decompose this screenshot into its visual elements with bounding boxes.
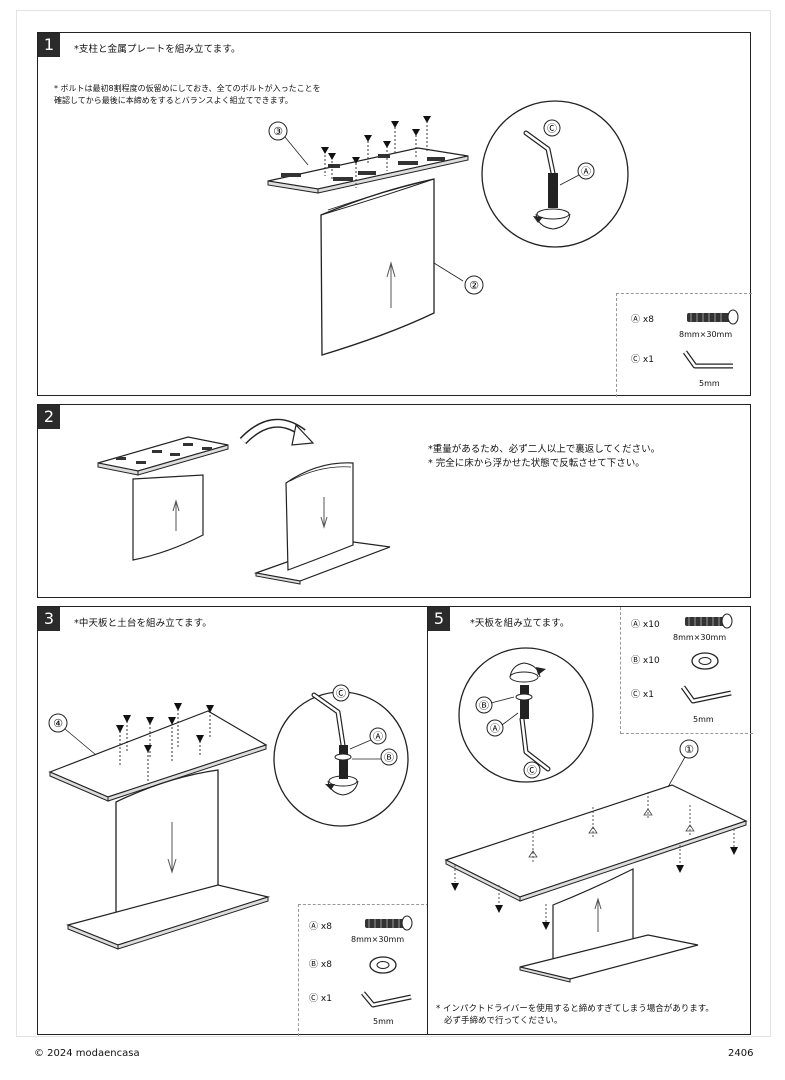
step-number: 3 xyxy=(38,607,60,631)
parts-box: Ⓐ x8 8mm×30mm Ⓒ x1 5mm xyxy=(616,293,752,397)
part-c-label: Ⓒ x1 xyxy=(309,994,332,1004)
callout-1: ① xyxy=(684,743,694,756)
parts-box: Ⓐ x10 8mm×30mm Ⓑ x10 Ⓒ x1 5mm xyxy=(620,607,753,734)
step-note-line-2: 必ず手締めで行ってください。 xyxy=(444,1016,563,1026)
step-5-illustration: Ⓑ Ⓐ Ⓒ xyxy=(444,647,748,983)
step-2-panel: 2 *重量があるため、必ず二人以上で裏返してください。 * 完全に床から浮かせた… xyxy=(37,404,751,598)
part-c-size: 5mm xyxy=(693,715,714,724)
step-title: *支柱と金属プレートを組み立てます。 xyxy=(74,44,241,55)
copyright: © 2024 modaencasa xyxy=(34,1048,140,1059)
step-title: *天板を組み立てます。 xyxy=(470,618,570,629)
warning-line-1: *重量があるため、必ず二人以上で裏返してください。 xyxy=(428,444,661,455)
part-c-size: 5mm xyxy=(699,379,720,388)
part-a-label: Ⓐ x10 xyxy=(631,620,660,630)
part-b-label: Ⓑ x10 xyxy=(631,656,660,666)
callout-b: Ⓑ xyxy=(479,700,489,712)
hex-key-icon xyxy=(680,685,732,704)
callout-2: ② xyxy=(469,279,479,292)
part-a-label: Ⓐ x8 xyxy=(631,315,654,325)
step-1-panel: 1 *支柱と金属プレートを組み立てます。 * ボルトは最初8割程度の仮留めにして… xyxy=(37,32,752,397)
part-a-size: 8mm×30mm xyxy=(351,935,405,944)
step-number: 5 xyxy=(428,607,450,631)
callout-a: Ⓐ xyxy=(490,723,500,735)
step-note-line-2: 確認してから最後に本締めをするとバランスよく組立てできます。 xyxy=(54,96,293,105)
callout-b: Ⓑ xyxy=(384,752,394,764)
hex-key-icon xyxy=(682,350,733,369)
parts-box: Ⓐ x8 8mm×30mm Ⓑ x8 Ⓒ x1 5mm xyxy=(298,904,429,1036)
callout-a: Ⓐ xyxy=(581,166,591,178)
part-a-size: 8mm×30mm xyxy=(679,330,733,339)
step-number: 2 xyxy=(38,405,60,429)
part-c-label: Ⓒ x1 xyxy=(631,355,654,365)
page-code: 2406 xyxy=(728,1048,754,1059)
callout-c: Ⓒ xyxy=(336,688,346,700)
washer-icon xyxy=(369,956,397,974)
callout-c: Ⓒ xyxy=(527,765,537,777)
washer-icon xyxy=(691,652,719,670)
step-5-panel: 5 *天板を組み立てます。 Ⓑ Ⓐ Ⓒ xyxy=(427,606,753,1035)
callout-c: Ⓒ xyxy=(547,123,557,135)
part-a-label: Ⓐ x8 xyxy=(309,922,332,932)
step-1-illustration: ② ③ Ⓒ Ⓐ xyxy=(267,100,629,356)
warning-line-2: * 完全に床から浮かせた状態で反転させて下さい。 xyxy=(428,458,645,469)
bolt-icon xyxy=(365,915,413,931)
callout-a: Ⓐ xyxy=(373,731,383,743)
part-a-size: 8mm×30mm xyxy=(673,633,727,642)
callout-4: ④ xyxy=(53,717,63,730)
step-3-illustration: ④ Ⓒ Ⓐ Ⓑ xyxy=(48,684,409,950)
bolt-icon xyxy=(685,613,733,629)
callout-3: ③ xyxy=(273,125,283,138)
step-title: *中天板と土台を組み立てます。 xyxy=(74,618,212,629)
step-2-illustration xyxy=(97,418,391,585)
part-c-size: 5mm xyxy=(373,1017,394,1026)
part-c-label: Ⓒ x1 xyxy=(631,690,654,700)
step-note-line-1: * ボルトは最初8割程度の仮留めにしておき、全てのボルトが入ったことを xyxy=(54,84,321,93)
hex-key-icon xyxy=(361,991,412,1008)
part-b-label: Ⓑ x8 xyxy=(309,960,332,970)
bolt-icon xyxy=(687,309,739,325)
step-note-line-1: * インパクトドライバーを使用すると締めすぎてしまう場合があります。 xyxy=(436,1004,714,1014)
step-3-panel: 3 *中天板と土台を組み立てます。 ④ xyxy=(37,606,429,1036)
step-number: 1 xyxy=(38,33,60,57)
